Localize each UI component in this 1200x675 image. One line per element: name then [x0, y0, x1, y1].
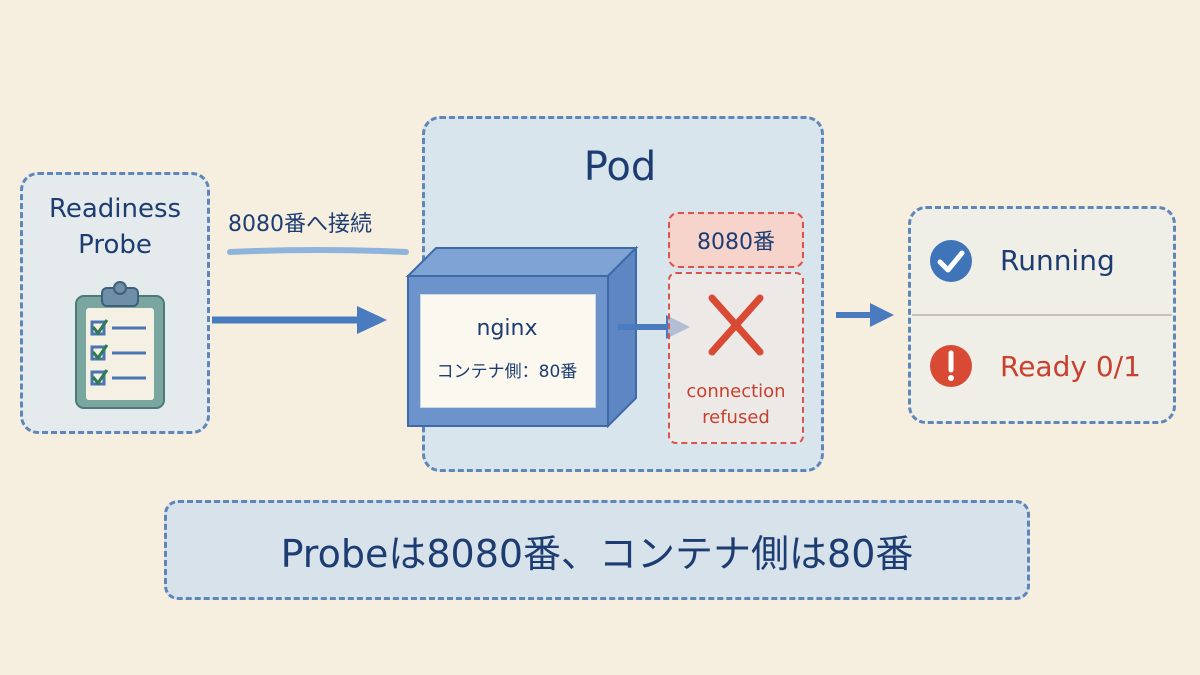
probe-arrow: [212, 306, 387, 334]
probe-label-underline: [227, 247, 409, 255]
container-port-text: コンテナ側：80番: [436, 361, 578, 382]
clipboard-checklist-icon: [75, 281, 165, 409]
summary-text: Probeは8080番、コンテナ側は80番: [280, 531, 914, 576]
container-name: nginx: [476, 315, 538, 341]
container-label-panel: [420, 294, 596, 408]
status-running-label: Running: [1000, 244, 1115, 277]
check-circle-icon: [930, 240, 972, 282]
pod-title: Pod: [583, 144, 657, 190]
exclamation-circle-icon: [930, 345, 972, 387]
pod-to-status-arrow: [836, 303, 894, 327]
connection-refused-line1: connection: [686, 380, 786, 402]
connection-refused-panel: [668, 272, 804, 444]
connection-refused-line2: refused: [702, 406, 770, 428]
readiness-probe-title-line1: Readiness: [48, 194, 182, 224]
target-port-label: 8080番: [668, 212, 804, 268]
status-divider: [912, 314, 1172, 316]
probe-arrow-label: 8080番へ接続: [228, 212, 372, 237]
readiness-probe-title-line2: Probe: [78, 230, 152, 260]
x-mark-icon: [708, 294, 764, 356]
summary-banner: Probeは8080番、コンテナ側は80番: [164, 500, 1030, 600]
status-ready-label: Ready 0/1: [1000, 350, 1141, 383]
